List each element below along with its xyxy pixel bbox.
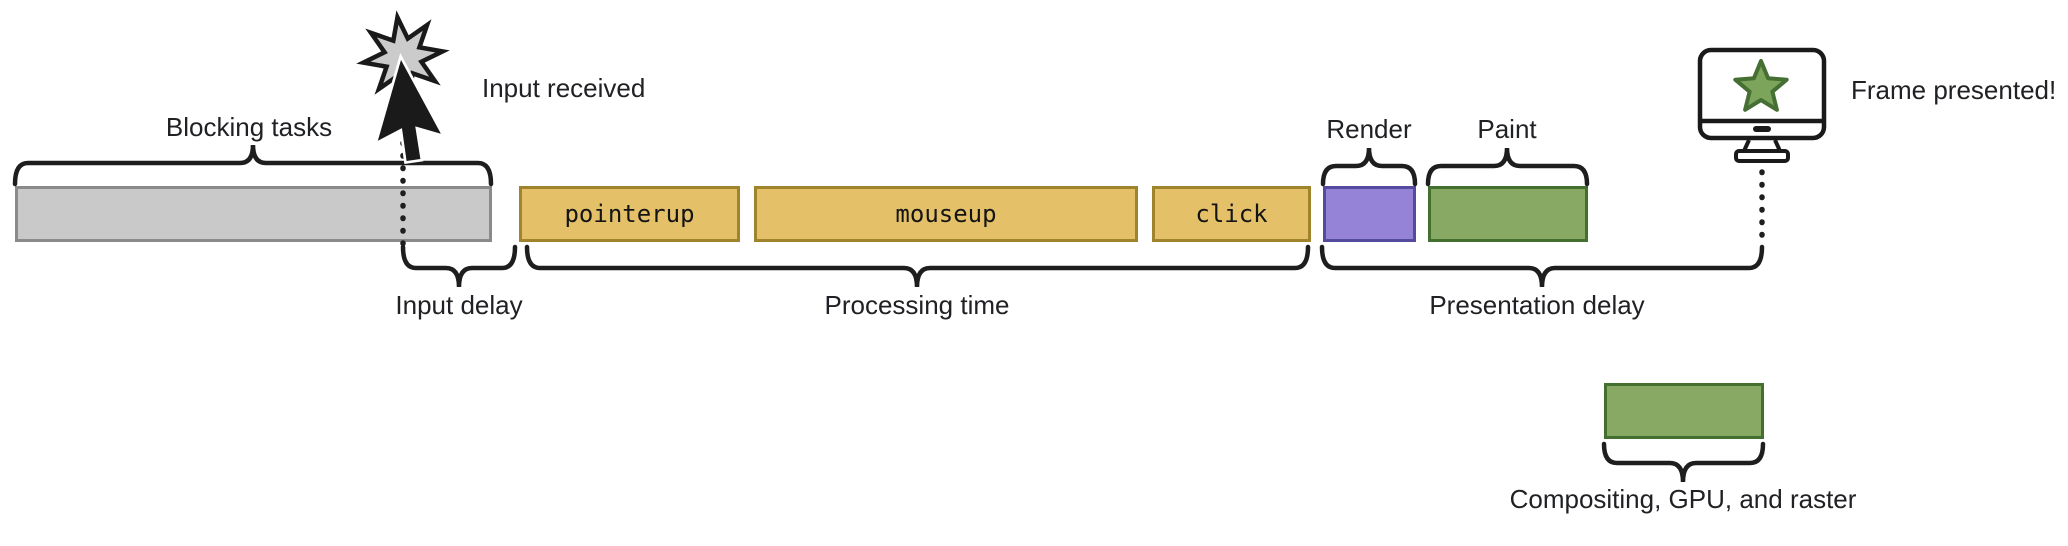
blocking-tasks-bar [15, 186, 492, 242]
paint-bar [1428, 186, 1588, 242]
event-bar-label: pointerup [564, 200, 695, 228]
compositing-bar [1604, 383, 1764, 439]
paint-label: Paint [1477, 114, 1537, 144]
event-bar-pointerup: pointerup [519, 186, 740, 242]
paint-brace [1425, 147, 1590, 187]
compositing-label: Compositing, GPU, and raster [1509, 484, 1857, 514]
event-bar-label: click [1195, 200, 1268, 228]
input-delay-label: Input delay [395, 290, 523, 320]
processing-time-label: Processing time [824, 290, 1010, 320]
frame-star-icon [1733, 59, 1789, 112]
presentation-delay-brace [1319, 244, 1765, 288]
render-bar [1323, 186, 1416, 242]
processing-time-brace [524, 244, 1311, 288]
event-bar-mouseup: mouseup [754, 186, 1138, 242]
mouse-cursor-icon [373, 52, 447, 165]
event-bar-click: click [1152, 186, 1311, 242]
render-brace [1320, 147, 1418, 187]
monitor-camera-dot [1753, 126, 1771, 132]
monitor-with-star-icon [1697, 47, 1827, 163]
click-burst-cursor-icon [356, 10, 450, 165]
presentation-delay-label: Presentation delay [1429, 290, 1645, 320]
input-received-label: Input received [482, 73, 646, 103]
blocking-tasks-brace [12, 144, 494, 187]
input-delay-brace [400, 244, 518, 288]
blocking-tasks-label: Blocking tasks [165, 112, 333, 142]
render-label: Render [1326, 114, 1412, 144]
monitor-stand-base [1734, 149, 1790, 163]
frame-presented-label: Frame presented! [1851, 75, 2057, 105]
event-bar-label: mouseup [895, 200, 997, 228]
compositing-brace [1601, 441, 1766, 483]
